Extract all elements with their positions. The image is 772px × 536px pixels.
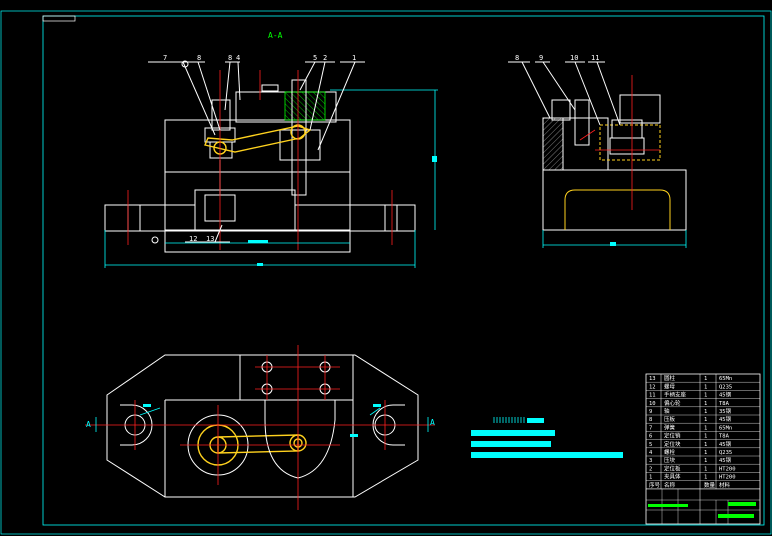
bom-cell-no: 9 [649, 409, 652, 415]
callout-2: 2 [323, 54, 327, 62]
bom-cell-no: 6 [649, 434, 652, 440]
bom-cell-mat: 65Mn [719, 376, 732, 382]
bom-cell-mat: Q235 [719, 450, 732, 456]
bom-cell-no: 8 [649, 417, 652, 423]
section-title: A-A [268, 31, 283, 40]
section-marker-left: A [86, 420, 91, 429]
side-callout-9: 9 [539, 54, 543, 62]
bom-cell-no: 4 [649, 450, 653, 456]
bom-cell-no: 11 [649, 393, 656, 399]
bom-cell-qty: 1 [704, 409, 707, 415]
bom-cell-name: 螺栓 [664, 448, 676, 456]
bom-cell-mat: Q235 [719, 384, 732, 390]
bom-cell-no: 3 [649, 458, 652, 464]
side-callout-10: 10 [570, 54, 578, 62]
bom-cell-mat: 45钢 [719, 456, 732, 464]
side-view [508, 61, 687, 248]
bom-cell-qty: 1 [704, 466, 707, 472]
bom-cell-qty: 1 [704, 450, 707, 456]
bom-cell-qty: 1 [704, 417, 707, 423]
callout-13: 13 [206, 235, 214, 243]
top-view [85, 345, 435, 510]
bom-header-no: 序号 [649, 481, 661, 489]
bom-cell-name: 圆柱 [664, 374, 676, 382]
bom-header-name: 名称 [664, 481, 676, 489]
bom-cell-name: 定位板 [664, 464, 681, 472]
bom-cell-mat: 45钢 [719, 391, 732, 399]
bom-cell-qty: 1 [704, 393, 707, 399]
bom-cell-no: 10 [649, 401, 656, 407]
bom-cell-name: 压板 [664, 415, 676, 423]
bom-cell-name: 定位块 [664, 440, 681, 448]
bom-cell-name: 螺母 [664, 382, 676, 390]
bom-cell-mat: T8A [719, 401, 730, 407]
bom-cell-qty: 1 [704, 425, 707, 431]
section-marker-right: A [430, 418, 435, 427]
bom-cell-mat: HT200 [719, 475, 736, 481]
callout-1: 1 [352, 54, 356, 62]
bom-cell-qty: 1 [704, 442, 707, 448]
bom-cell-name: 夹具体 [664, 473, 681, 481]
bom-header-mat: 材料 [719, 481, 731, 489]
bom-cell-qty: 1 [704, 401, 707, 407]
callout-8b: 8 [228, 54, 232, 62]
bom-cell-name: 压块 [664, 456, 676, 464]
callout-4: 4 [236, 54, 240, 62]
bom-cell-no: 7 [649, 425, 652, 431]
bom-cell-qty: 1 [704, 458, 707, 464]
side-callout-11: 11 [591, 54, 599, 62]
bom-cell-qty: 1 [704, 434, 707, 440]
bom-cell-no: 2 [649, 466, 652, 472]
technical-notes [471, 417, 623, 458]
bom-cell-qty: 1 [704, 384, 707, 390]
bom-cell-name: 手柄支座 [664, 391, 687, 399]
bom-cell-name: 定位销 [664, 432, 681, 440]
bom-cell-mat: 65Mn [719, 425, 732, 431]
bom-cell-mat: HT200 [719, 466, 736, 472]
bom-cell-no: 12 [649, 384, 656, 390]
bom-cell-no: 5 [649, 442, 652, 448]
bom-cell-mat: 35钢 [719, 407, 732, 415]
bom-cell-qty: 1 [704, 475, 707, 481]
bom-cell-name: 轴 [664, 407, 670, 415]
bom-cell-mat: T8A [719, 434, 730, 440]
front-section-view [104, 60, 438, 268]
bom-header-qty: 数量 [704, 481, 716, 489]
callout-12: 12 [189, 235, 197, 243]
bom-cell-qty: 1 [704, 376, 707, 382]
callout-5: 5 [313, 54, 317, 62]
callout-7: 7 [163, 54, 167, 62]
side-callout-8: 8 [515, 54, 519, 62]
bom-cell-mat: 45钢 [719, 415, 732, 423]
drawing-border [0, 10, 772, 535]
bom-cell-no: 1 [649, 475, 652, 481]
bom-cell-no: 13 [649, 376, 656, 382]
bom-cell-name: 偏心轮 [664, 399, 681, 407]
bom-cell-mat: 45钢 [719, 440, 732, 448]
callout-8a: 8 [197, 54, 201, 62]
bom-cell-name: 弹簧 [664, 423, 676, 431]
